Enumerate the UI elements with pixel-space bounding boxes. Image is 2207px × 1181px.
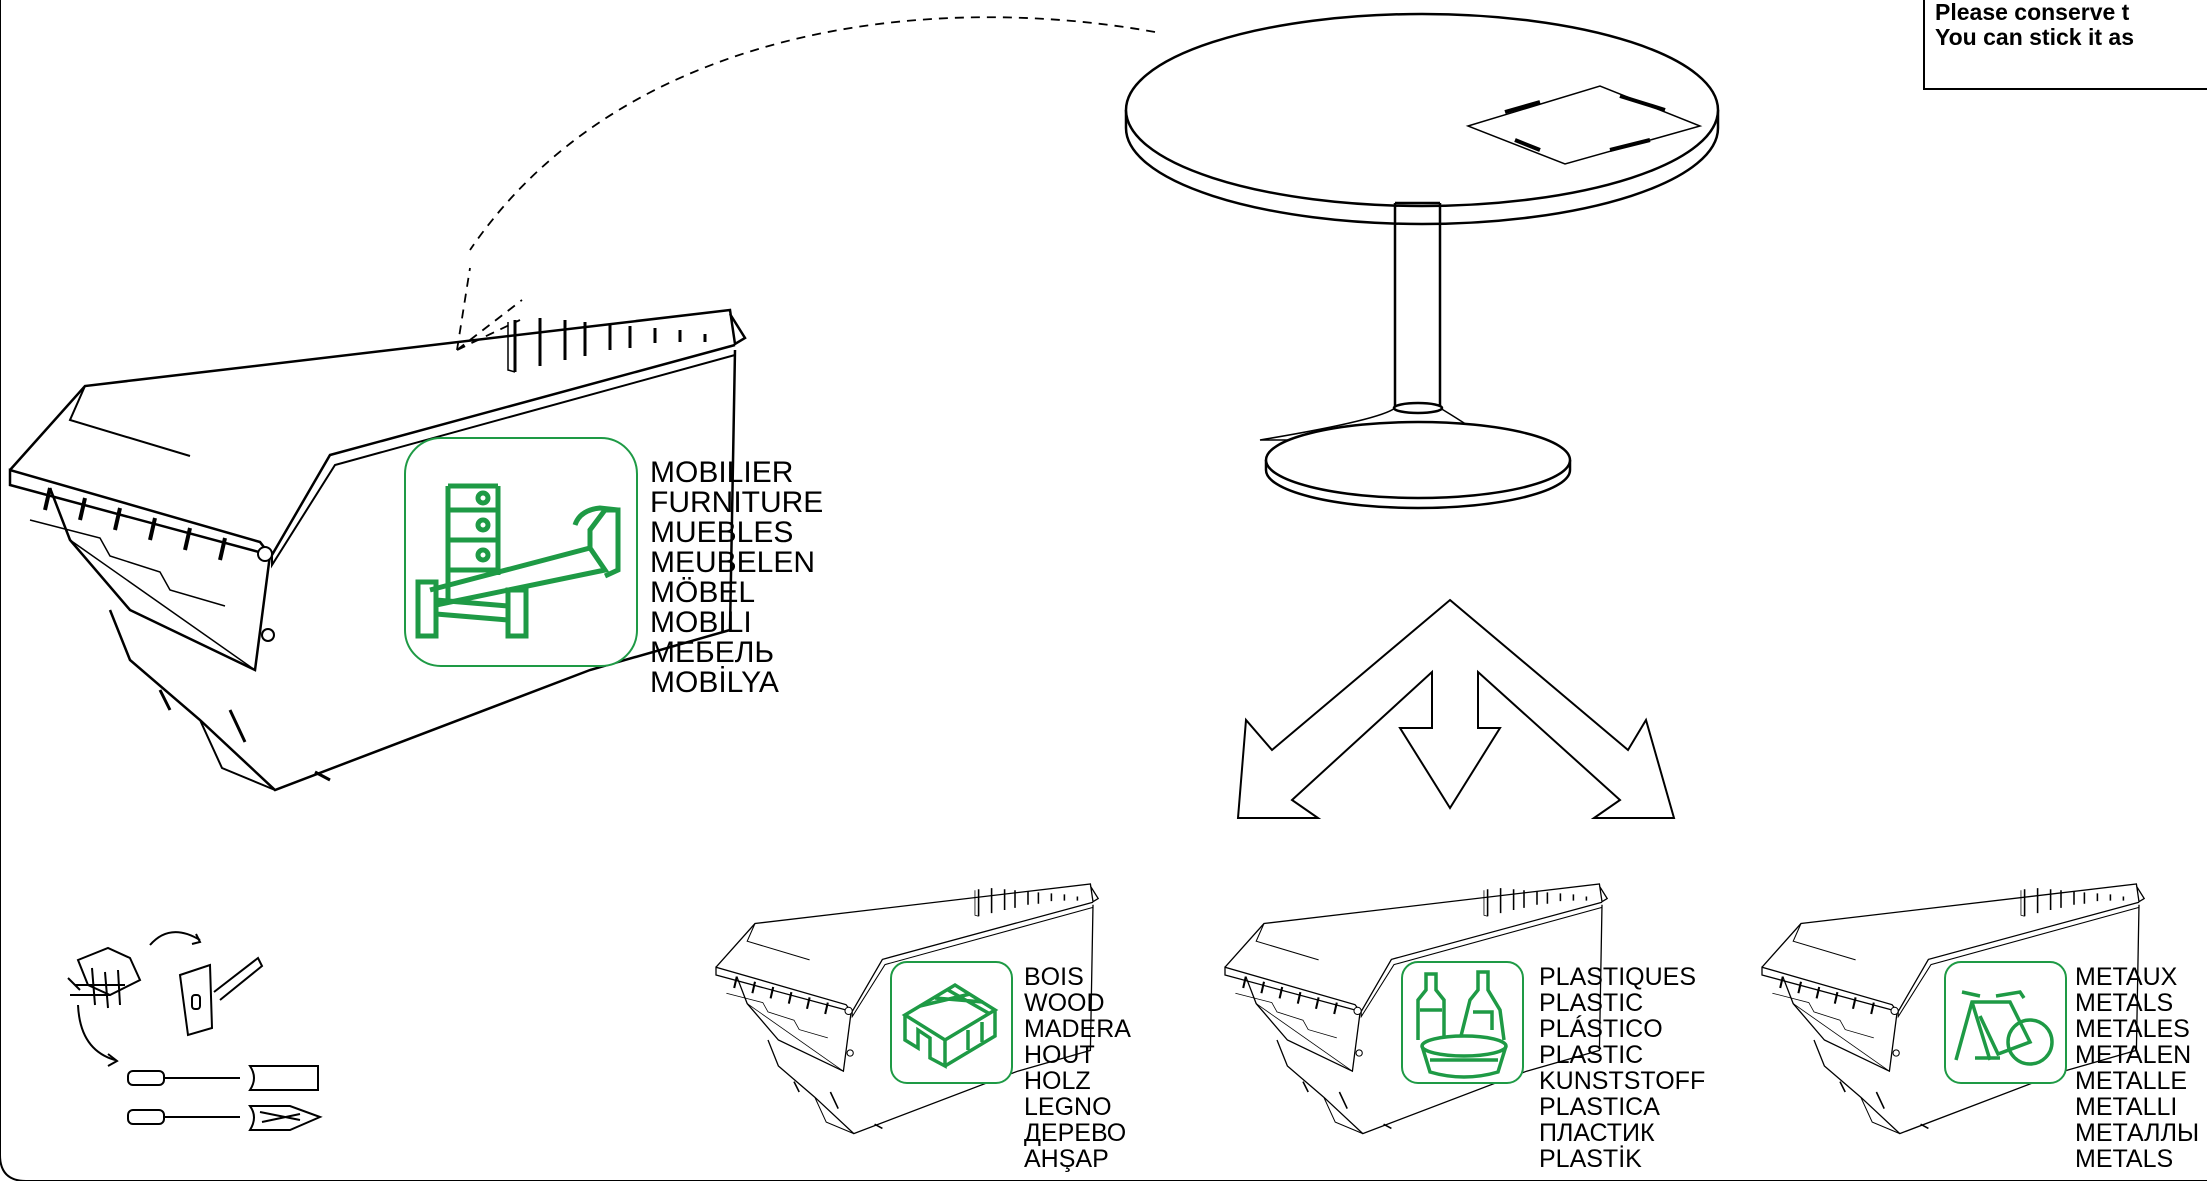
label-item: METALES — [2075, 1015, 2190, 1043]
label-item: HOLZ — [1024, 1067, 1091, 1095]
label-item: MUEBLES — [650, 516, 794, 549]
note-line-2: You can stick it as — [1935, 24, 2134, 50]
label-item: FURNITURE — [650, 486, 824, 519]
label-item: MOBILI — [650, 606, 752, 639]
label-item: METALEN — [2075, 1041, 2192, 1069]
label-item: METALLE — [2075, 1067, 2188, 1095]
wood-label-list: BOIS WOOD MADERA HOUT HOLZ LEGNO ДЕРЕВО … — [1024, 964, 1131, 1172]
label-item: ДЕРЕВО — [1024, 1119, 1127, 1147]
disassembly-tools-icon — [67, 931, 323, 1131]
pallet-icon — [890, 961, 1013, 1084]
label-item: PLASTICA — [1539, 1093, 1660, 1121]
metal-label-list: METAUX METALS METALES METALEN METALLE ME… — [2075, 964, 2199, 1172]
label-item: WOOD — [1024, 989, 1105, 1017]
label-item: AHŞAP — [1024, 1145, 1109, 1173]
label-item: METAUX — [2075, 963, 2178, 991]
label-item: PLASTİK — [1539, 1145, 1642, 1173]
label-item: METALS — [2075, 1145, 2174, 1173]
conservation-note: Please conserve t You can stick it as — [1923, 0, 2207, 90]
label-item: MEUBELEN — [650, 546, 816, 579]
label-item: METALLI — [2075, 1093, 2178, 1121]
label-item: METALS — [2075, 989, 2174, 1017]
label-item: МЕБЕЛЬ — [650, 636, 775, 669]
round-table-icon — [1124, 12, 1720, 510]
dashed-throw-path — [456, 16, 1156, 351]
label-item: PLASTIQUES — [1539, 963, 1696, 991]
bed-and-drawers-icon — [404, 437, 638, 667]
label-item: PLASTIC — [1539, 989, 1644, 1017]
label-item: PLASTIC — [1539, 1041, 1644, 1069]
note-line-1: Please conserve t — [1935, 0, 2130, 25]
label-item: ПЛАСТИК — [1539, 1119, 1655, 1147]
label-item: LEGNO — [1024, 1093, 1112, 1121]
bottles-and-basin-icon — [1401, 961, 1524, 1084]
three-way-split-arrow-icon — [1236, 598, 1676, 819]
label-item: HOUT — [1024, 1041, 1095, 1069]
plastic-label-list: PLASTIQUES PLASTIC PLÁSTICO PLASTIC KUNS… — [1539, 964, 1705, 1172]
label-item: МЕТАЛЛЫ — [2075, 1119, 2200, 1147]
label-item: BOIS — [1024, 963, 1084, 991]
label-item: KUNSTSTOFF — [1539, 1067, 1706, 1095]
label-item: MOBILIER — [650, 456, 794, 489]
furniture-label-list: MOBILIER FURNITURE MUEBLES MEUBELEN MÖBE… — [650, 458, 823, 698]
label-item: PLÁSTICO — [1539, 1015, 1663, 1043]
label-item: MADERA — [1024, 1015, 1131, 1043]
label-item: MOBİLYA — [650, 666, 779, 699]
bicycle-icon — [1944, 961, 2067, 1084]
label-item: MÖBEL — [650, 576, 756, 609]
